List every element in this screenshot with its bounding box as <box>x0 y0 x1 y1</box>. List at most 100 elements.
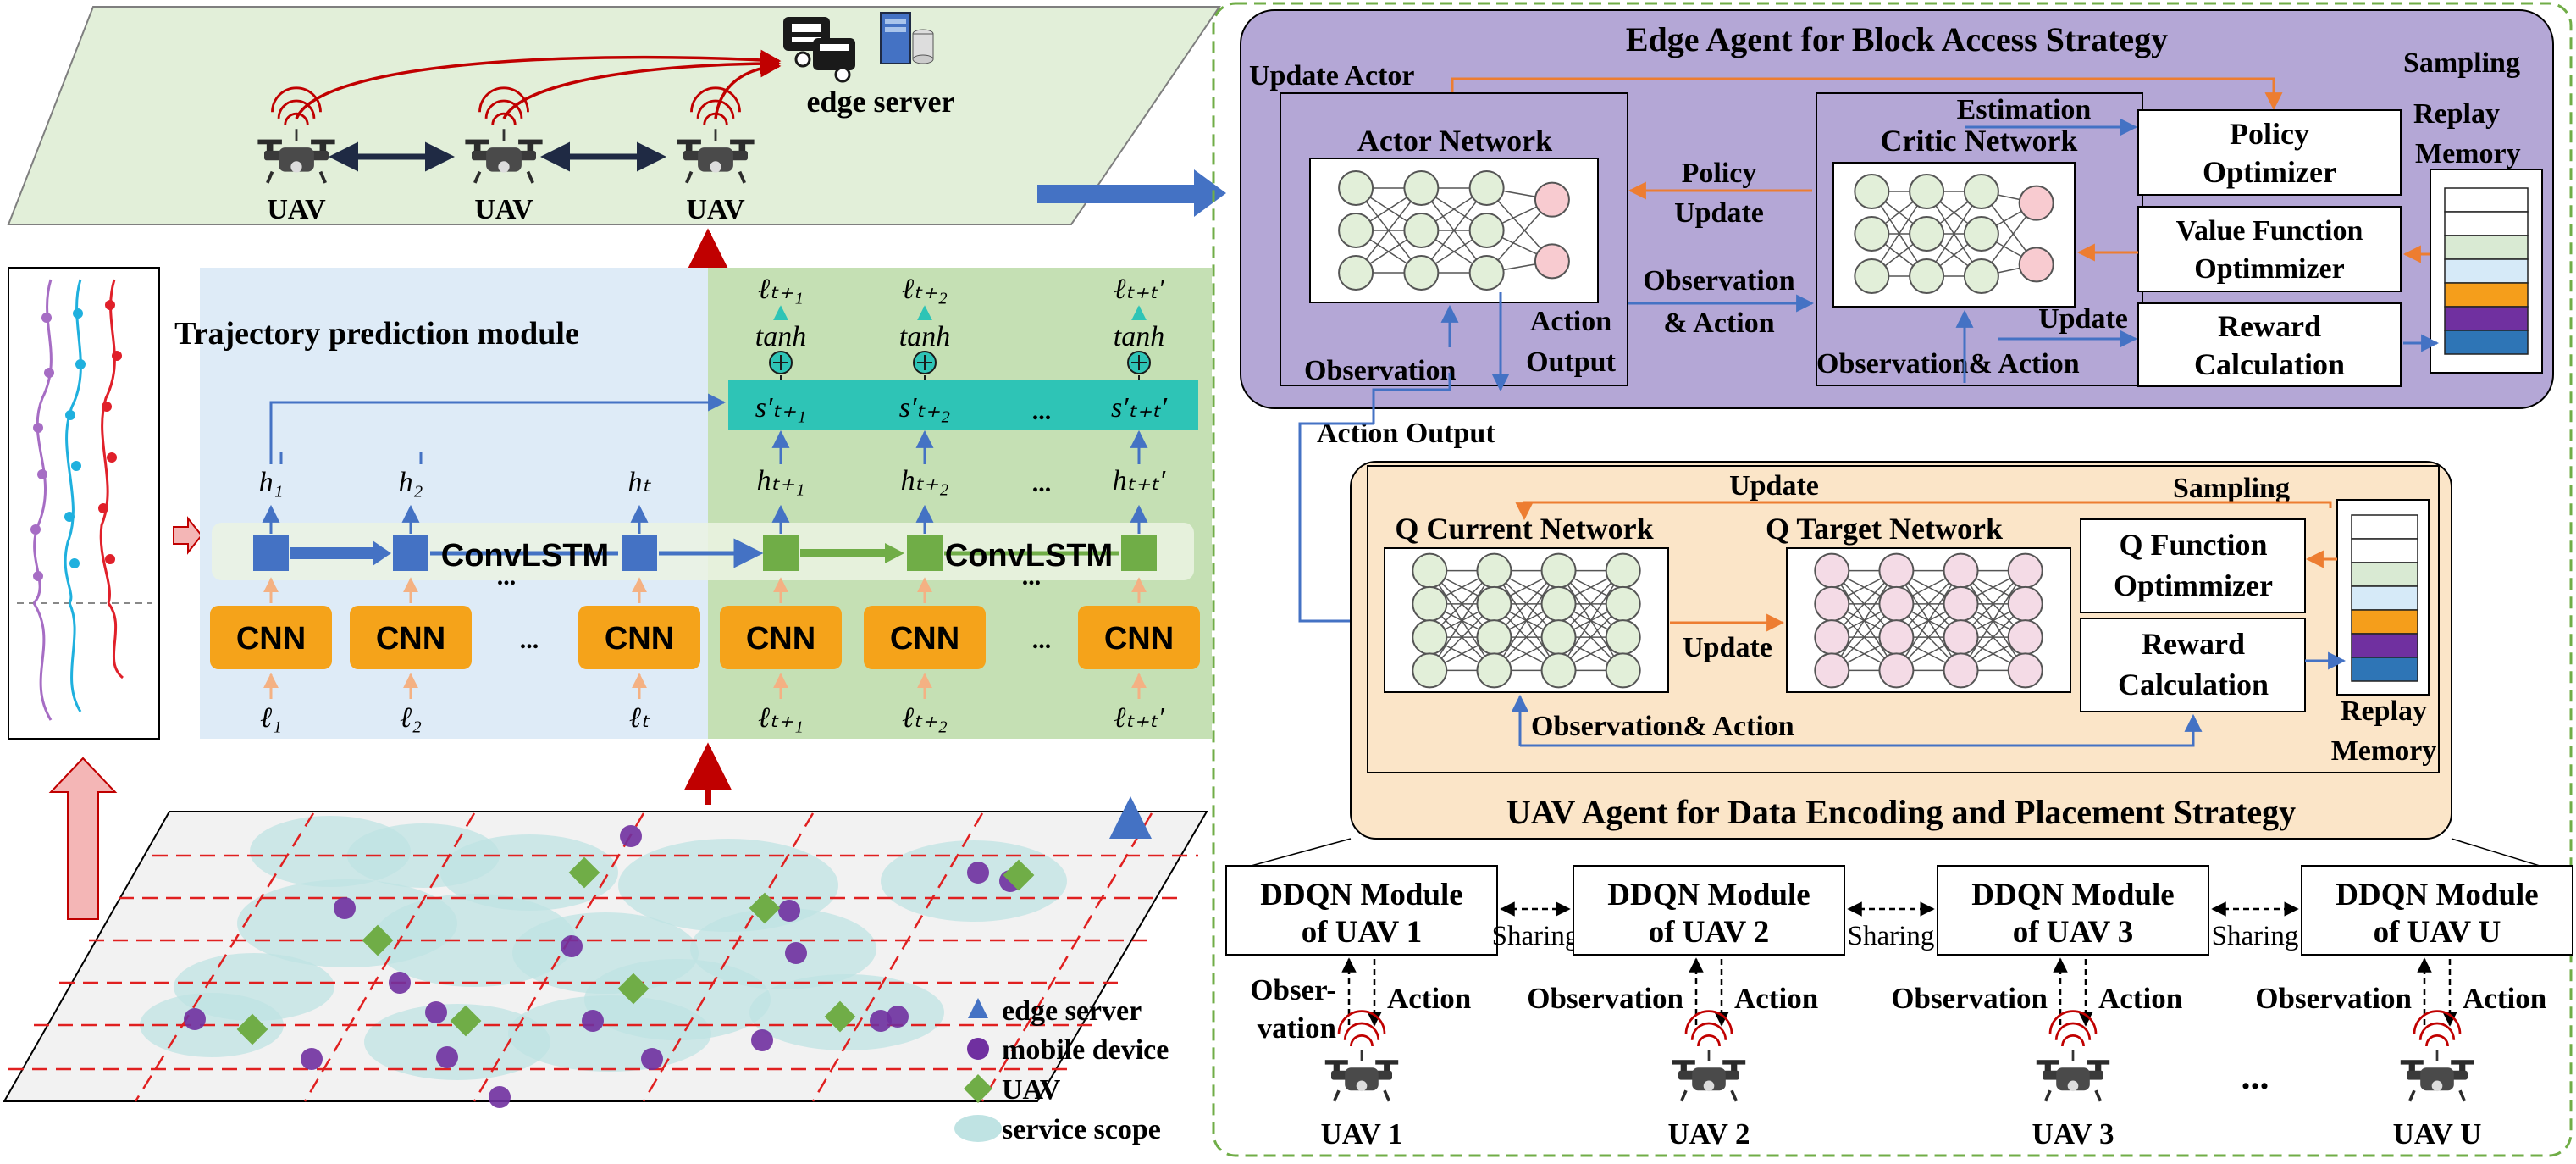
convlstm-cell-blue <box>622 535 657 571</box>
policy-update-label-2: Update <box>1674 197 1764 229</box>
neuron <box>1814 585 1850 622</box>
neuron <box>2007 585 2043 622</box>
neuron <box>1605 619 1641 656</box>
replay-memory-edge-1: Replay <box>2413 98 2500 130</box>
legend-label: service scope <box>1002 1114 1161 1145</box>
uav-diamond <box>236 1013 268 1045</box>
replay-slot <box>2444 306 2529 331</box>
neuron <box>1943 619 1979 656</box>
neuron <box>1909 258 1945 294</box>
grid-line <box>134 812 315 1102</box>
update-actor-label: Update Actor <box>1249 60 1414 91</box>
lstm-elements: CNNℓ₁h₁CNNℓ₂h₂CNNℓₜhₜCNNℓₜ₊₁hₜ₊₁s′ₜ₊₁tan… <box>210 274 1200 734</box>
uav-icon-top <box>677 86 755 184</box>
neuron <box>1909 216 1945 252</box>
policy-update-label-1: Policy <box>1682 158 1757 189</box>
neuron <box>1878 585 1915 622</box>
hidden-label: h₂ <box>399 467 423 498</box>
edge-server-label: edge server <box>807 85 955 119</box>
neuron <box>1534 243 1570 280</box>
action-output-label-2: Output <box>1526 346 1616 378</box>
uav-icon-top <box>465 86 543 184</box>
sharing-label: Sharing <box>1492 921 1579 951</box>
big-blue-arrow <box>1037 169 1226 217</box>
neuron <box>1403 170 1440 206</box>
ddqn-module-box <box>1937 865 2209 956</box>
q-target-network <box>1814 552 2043 689</box>
replay-slot <box>2444 330 2529 355</box>
legend-mobile-device-icon <box>967 1038 989 1060</box>
cnn-block: CNN <box>720 606 842 669</box>
mobile-device-dot <box>887 1006 909 1028</box>
output-label: ℓₜ₊₂ <box>902 274 948 305</box>
reward-uav-label-1: Reward <box>2142 627 2245 661</box>
policy-optimizer-label-2: Optimizer <box>2203 155 2336 189</box>
critic-network-label: Critic Network <box>1881 124 2078 158</box>
neuron <box>1814 619 1850 656</box>
actor-network <box>1338 170 1570 291</box>
neuron <box>1412 652 1448 689</box>
uav-icon-bottom <box>1324 1010 1399 1102</box>
policy-optimizer-label-1: Policy <box>2230 117 2309 151</box>
action-label: Action <box>2463 982 2546 1015</box>
neuron <box>1476 552 1512 589</box>
mobile-device-dot <box>641 1048 663 1070</box>
cnn-block: CNN <box>864 606 986 669</box>
pink-right-arrow <box>173 516 203 555</box>
uav-agent-panel: Update Sampling Q Current Network Q Targ… <box>1350 461 2452 840</box>
tanh-label: tanh <box>1114 321 1164 352</box>
ddqn-module-label-2: of UAV 2 <box>1649 915 1770 950</box>
observation-label-1: Obser- <box>1250 973 1336 1006</box>
replay-slot <box>2351 562 2418 587</box>
sharing-label: Sharing <box>1848 921 1935 951</box>
mobile-device-dot <box>778 900 800 922</box>
right-frame <box>1212 2 2573 1157</box>
sampling-label-uav: Sampling <box>2173 473 2290 504</box>
mobile-device-dot <box>425 1001 447 1023</box>
convlstm-cell-green <box>1121 535 1157 571</box>
replay-slot <box>2444 282 2529 308</box>
ddqn-module-box <box>2301 865 2573 956</box>
uav-diamond <box>749 892 781 924</box>
action-output-label-1: Action <box>1530 306 1611 337</box>
replay-slot <box>2351 657 2418 682</box>
neuron <box>1963 216 1999 252</box>
neuron <box>2007 652 2043 689</box>
hidden-label: hₜ₊₁ <box>757 465 805 496</box>
action-label: Action <box>2098 982 2182 1015</box>
neuron <box>1403 213 1440 248</box>
neuron <box>1540 652 1577 689</box>
neuron <box>1338 170 1374 206</box>
actor-network-label: Actor Network <box>1357 124 1552 158</box>
legend-service-scope-icon <box>954 1115 1002 1142</box>
tanh-label: tanh <box>755 321 806 352</box>
observation-label-edge: Observation <box>1304 355 1457 386</box>
replay-slot <box>2351 514 2418 540</box>
replay-slot <box>2351 633 2418 658</box>
edge-server-triangle <box>1109 796 1152 839</box>
mobile-device-dot <box>751 1029 773 1051</box>
uav-diamond <box>568 856 600 889</box>
neuron <box>1540 552 1577 589</box>
neuron <box>1412 552 1448 589</box>
mobile-device-dot <box>301 1048 323 1070</box>
neuron <box>1476 585 1512 622</box>
neuron <box>1338 213 1374 248</box>
cnn-label: CNN <box>376 621 445 657</box>
cnn-block: CNN <box>578 606 700 669</box>
replay-slot <box>2444 235 2529 260</box>
trajectory-panel <box>8 267 160 740</box>
mobile-device-dot <box>967 862 989 884</box>
cnn-label: CNN <box>1104 621 1174 657</box>
output-label: ℓₜ₊ₜ′ <box>1114 274 1164 305</box>
replay-slot <box>2444 258 2529 284</box>
neuron <box>2007 619 2043 656</box>
uav-icon-bottom <box>2400 1010 2474 1102</box>
convlstm-label: ConvLSTM <box>945 538 1113 574</box>
q-current-network <box>1412 552 1641 689</box>
state-label: s′ₜ₊₁ <box>755 392 806 424</box>
mobile-device-dot <box>334 897 356 919</box>
legend-label: UAV <box>1002 1074 1061 1106</box>
